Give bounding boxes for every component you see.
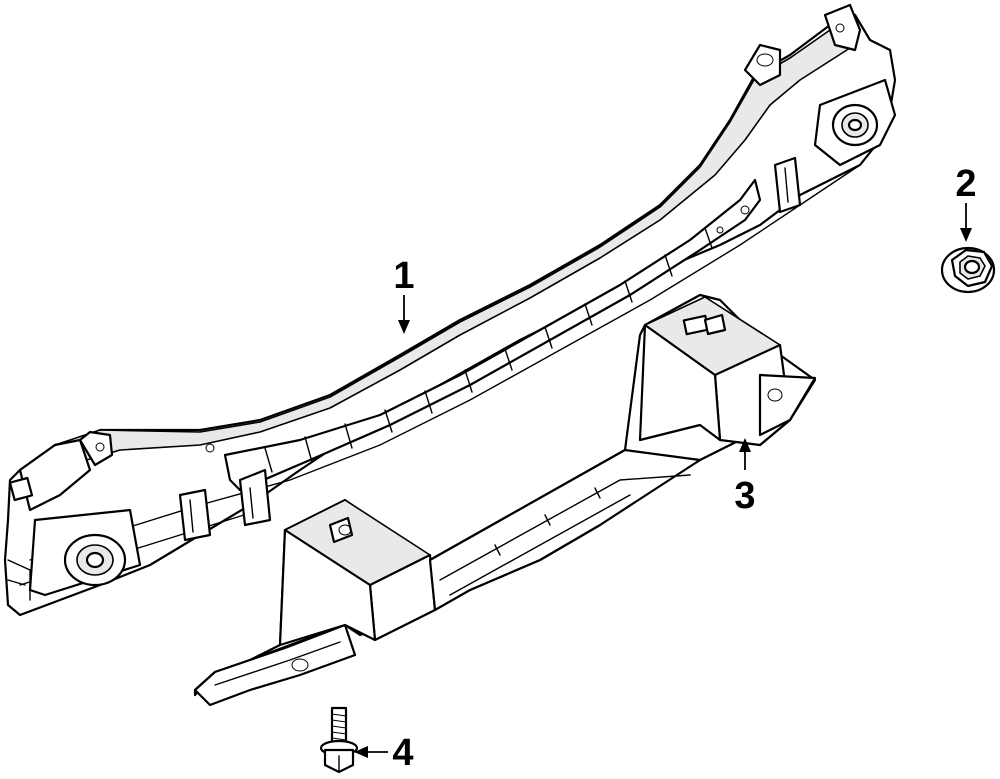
callout-4: 4 bbox=[354, 732, 414, 774]
bolt[interactable] bbox=[319, 706, 359, 774]
callout-4-label: 4 bbox=[392, 732, 413, 774]
beam-ribs bbox=[264, 227, 713, 473]
callout-3-label: 3 bbox=[734, 475, 755, 517]
lower-bracket[interactable] bbox=[193, 293, 817, 707]
callout-3-arrowhead bbox=[739, 438, 751, 452]
callout-2-arrowhead bbox=[960, 228, 972, 242]
flange-nut[interactable] bbox=[940, 246, 996, 294]
callout-3: 3 bbox=[734, 438, 756, 517]
callout-1-label: 1 bbox=[393, 255, 414, 297]
callout-1-arrowhead bbox=[398, 320, 410, 334]
callout-1: 1 bbox=[393, 255, 415, 334]
callout-2: 2 bbox=[955, 163, 977, 242]
reinforcement-beam[interactable] bbox=[3, 3, 897, 617]
callout-2-label: 2 bbox=[955, 163, 976, 205]
callout-4-arrowhead bbox=[354, 746, 368, 758]
